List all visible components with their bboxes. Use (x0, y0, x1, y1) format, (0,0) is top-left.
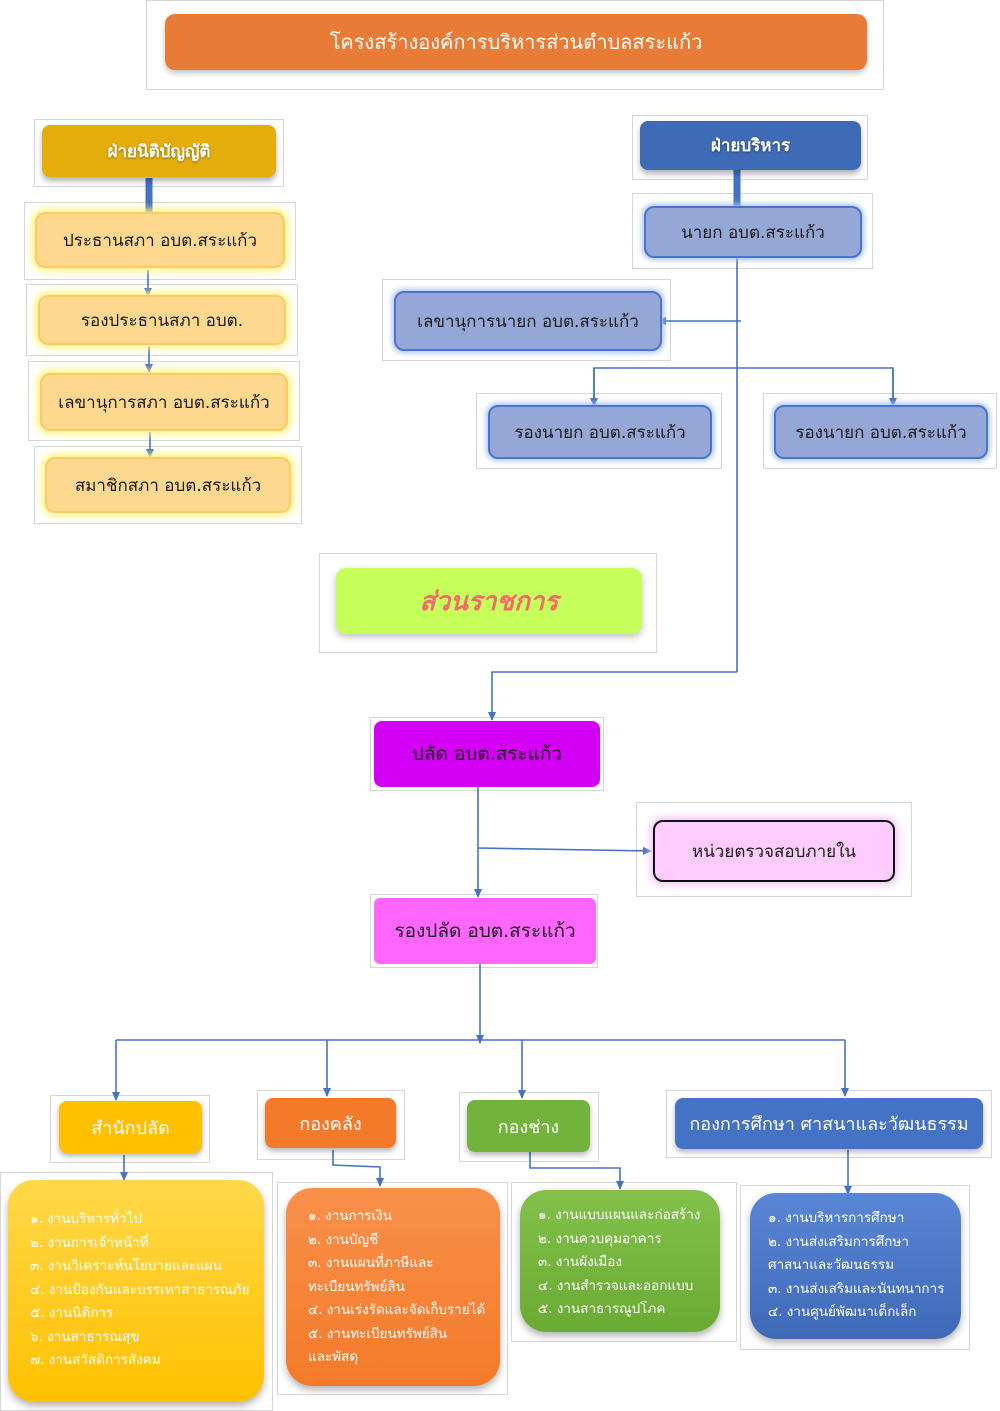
leg-item-secretary: เลขานุการสภา อบต.สระแก้ว (40, 373, 288, 431)
list-item: ๖. งานสาธารณสุข (30, 1328, 140, 1345)
list-item: และพัสดุ (308, 1349, 359, 1365)
audit-arrow (477, 846, 652, 855)
list-item: ๒. งานการเจ้าหน้าที่ (30, 1234, 149, 1251)
dept-palad-office: สำนักปลัด (59, 1101, 202, 1153)
list-item: ๕. งานนิติการ (30, 1305, 114, 1321)
task-list-finance: ๑. งานการเงิน ๒. งานบัญชี ๓. งานแผนที่ภา… (286, 1188, 500, 1386)
list-item: ๑. งานบริหารการศึกษา (768, 1210, 905, 1226)
list-item: ๒. งานควบคุมอาคาร (538, 1230, 662, 1247)
leg-item-chairman: ประธานสภา อบต.สระแก้ว (35, 212, 285, 268)
leg-item-members: สมาชิกสภา อบต.สระแก้ว (45, 457, 291, 513)
list-item: ๑. งานการเงิน (308, 1208, 392, 1224)
deputy-mayor-box-2: รองนายก อบต.สระแก้ว (774, 405, 988, 459)
task-list-engineering: ๑. งานแบบแผนและก่อสร้าง ๒. งานควบคุมอาคา… (520, 1190, 720, 1332)
deputy-palad-box: รองปลัด อบต.สระแก้ว (374, 898, 596, 964)
list-item: ๓. งานผังเมือง (538, 1254, 622, 1270)
dept-finance: กองคลัง (265, 1098, 396, 1148)
list-item: ๒. งานบัญชี (308, 1231, 379, 1248)
list-item: ๔. งานศูนย์พัฒนาเด็กเล็ก (768, 1304, 917, 1320)
government-section-label: ส่วนราชการ (336, 568, 642, 634)
internal-audit-box: หน่วยตรวจสอบภายใน (653, 820, 895, 882)
list-item: ๕. งานสาธารณูปโภค (538, 1301, 666, 1317)
task-list-palad-office: ๑. งานบริหารทั่วไป ๒. งานการเจ้าหน้าที่ … (8, 1180, 264, 1402)
list-item: ศาสนาและวัฒนธรรม (768, 1257, 895, 1273)
dept-engineering: กองช่าง (467, 1100, 590, 1152)
legislative-head: ฝ่ายนิติบัญญัติ (42, 125, 276, 177)
mayor-secretary-box: เลขานุการนายก อบต.สระแก้ว (394, 291, 662, 351)
deputy-mayor-box-1: รองนายก อบต.สระแก้ว (488, 405, 712, 459)
list-item: ทะเบียนทรัพย์สิน (308, 1278, 405, 1295)
mayor-box: นายก อบต.สระแก้ว (644, 206, 862, 258)
list-item: ๓. งานส่งเสริมและนันทนาการ (768, 1280, 945, 1297)
list-item: ๑. งานบริหารทั่วไป (30, 1211, 142, 1227)
list-item: ๕. งานทะเบียนทรัพย์สิน (308, 1325, 448, 1342)
list-item: ๔. งานเร่งรัดและจัดเก็บรายได้ (308, 1302, 486, 1318)
list-item: ๔. งานสำรวจและออกแบบ (538, 1277, 694, 1294)
gov-to-palad (488, 671, 737, 721)
list-item: ๓. งานแผนที่ภาษีและ (308, 1255, 434, 1271)
page-title: โครงสร้างองค์การบริหารส่วนตำบลสระแก้ว (165, 14, 867, 70)
list-item: ๑. งานแบบแผนและก่อสร้าง (538, 1207, 701, 1223)
list-item: ๓. งานวิเคราะห์นโยบายและแผน (30, 1258, 222, 1274)
list-item: ๔. งานป้องกันและบรรเทาสาธารณภัย (30, 1281, 250, 1298)
list-item: ๒. งานส่งเสริมการศึกษา (768, 1233, 909, 1250)
dept-education: กองการศึกษา ศาสนาและวัฒนธรรม (675, 1098, 983, 1149)
palad-box: ปลัด อบต.สระแก้ว (374, 721, 600, 787)
executive-head: ฝ่ายบริหาร (640, 121, 861, 170)
leg-item-vice-chairman: รองประธานสภา อบต. (38, 295, 286, 345)
list-item: ๗. งานสวัสดิการสังคม (30, 1352, 161, 1368)
task-list-education: ๑. งานบริหารการศึกษา ๒. งานส่งเสริมการศึ… (750, 1193, 961, 1339)
